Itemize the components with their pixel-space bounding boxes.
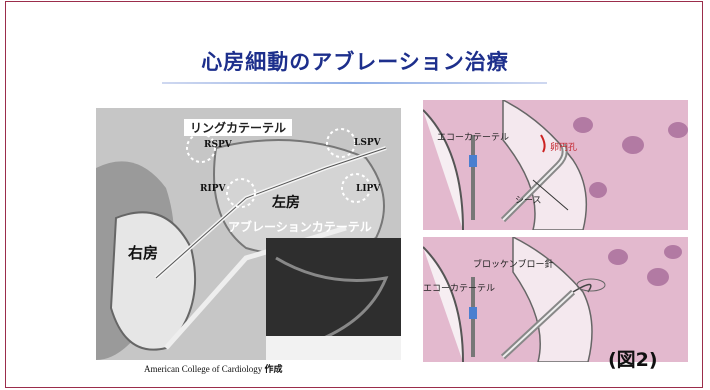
septum-illustration-bottom [423,237,688,362]
septum-illustration-top [423,100,688,230]
foramen-ovale-label: 卵円孔 [550,143,578,153]
photo-caption: American College of Cardiology 作成 [144,362,282,375]
caption-suffix: 作成 [264,365,283,375]
left-atrium-label: 左房 [272,195,300,211]
ablation-catheter-label: アブレーションカテーテル [228,220,372,234]
heart-illustration [96,108,401,360]
sheath-label: シース [515,196,542,206]
transseptal-panel-bottom: エコーカテーテル ブロッケンブロー針 [423,237,688,362]
brockenbrough-needle-label: ブロッケンブロー針 [473,260,554,270]
title-underline [162,82,547,84]
ring-catheter-label: リングカテーテル [184,119,293,136]
echo-catheter-label-bottom: エコーカテーテル [423,284,496,294]
ripv-label: RIPV [200,184,226,194]
echo-catheter-label-top: エコーカテーテル [437,133,510,143]
ablation-photo: リングカテーテル RSPV LSPV RIPV LIPV 左房 右房 アブレーシ… [96,108,401,360]
rspv-label: RSPV [204,140,232,150]
right-atrium-label: 右房 [128,244,159,262]
transseptal-panel-top: エコーカテーテル シース 卵円孔 [423,100,688,230]
caption-org: American College of Cardiology [144,364,263,374]
lspv-label: LSPV [354,138,381,148]
figure-label: (図2) [608,349,658,371]
slide-title: 心房細動のアブレーション治療 [201,49,509,74]
lipv-label: LIPV [356,184,381,194]
